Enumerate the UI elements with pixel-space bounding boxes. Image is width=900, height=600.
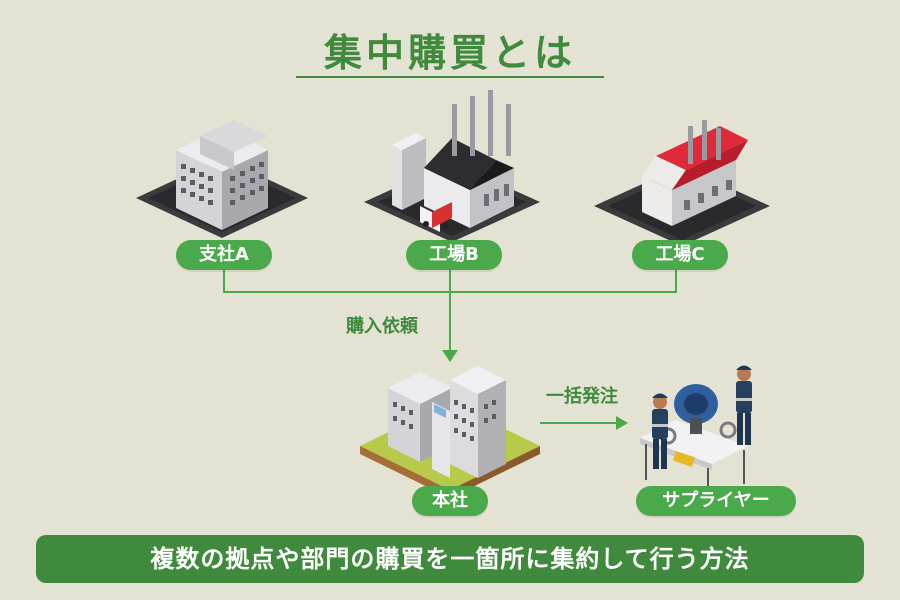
purchase-request-label: 購入依頼 xyxy=(346,316,418,337)
factory-c-icon xyxy=(594,120,770,246)
request-arrow-head xyxy=(442,350,458,362)
order-arrow-head xyxy=(616,416,628,430)
worker-left-icon xyxy=(652,393,668,469)
summary-banner: 複数の拠点や部門の購買を一箇所に集約して行う方法 xyxy=(36,535,864,583)
worker-right-icon xyxy=(736,365,752,445)
factory-b-icon xyxy=(364,90,540,242)
page-title: 集中購買とは xyxy=(323,31,576,75)
office-building-icon xyxy=(136,120,308,238)
node-label-supplier: サプライヤー xyxy=(636,486,796,516)
node-label-factory-c: 工場C xyxy=(632,240,728,270)
node-label-head-office: 本社 xyxy=(412,486,488,516)
node-label-factory-b: 工場B xyxy=(406,240,502,270)
title-underline xyxy=(296,76,604,78)
connector-lines xyxy=(223,270,677,352)
node-label-branch-a: 支社A xyxy=(176,240,272,270)
bulk-order-label: 一括発注 xyxy=(546,386,618,407)
head-office-building-icon xyxy=(360,366,540,498)
supplier-workers-icon xyxy=(640,365,752,500)
